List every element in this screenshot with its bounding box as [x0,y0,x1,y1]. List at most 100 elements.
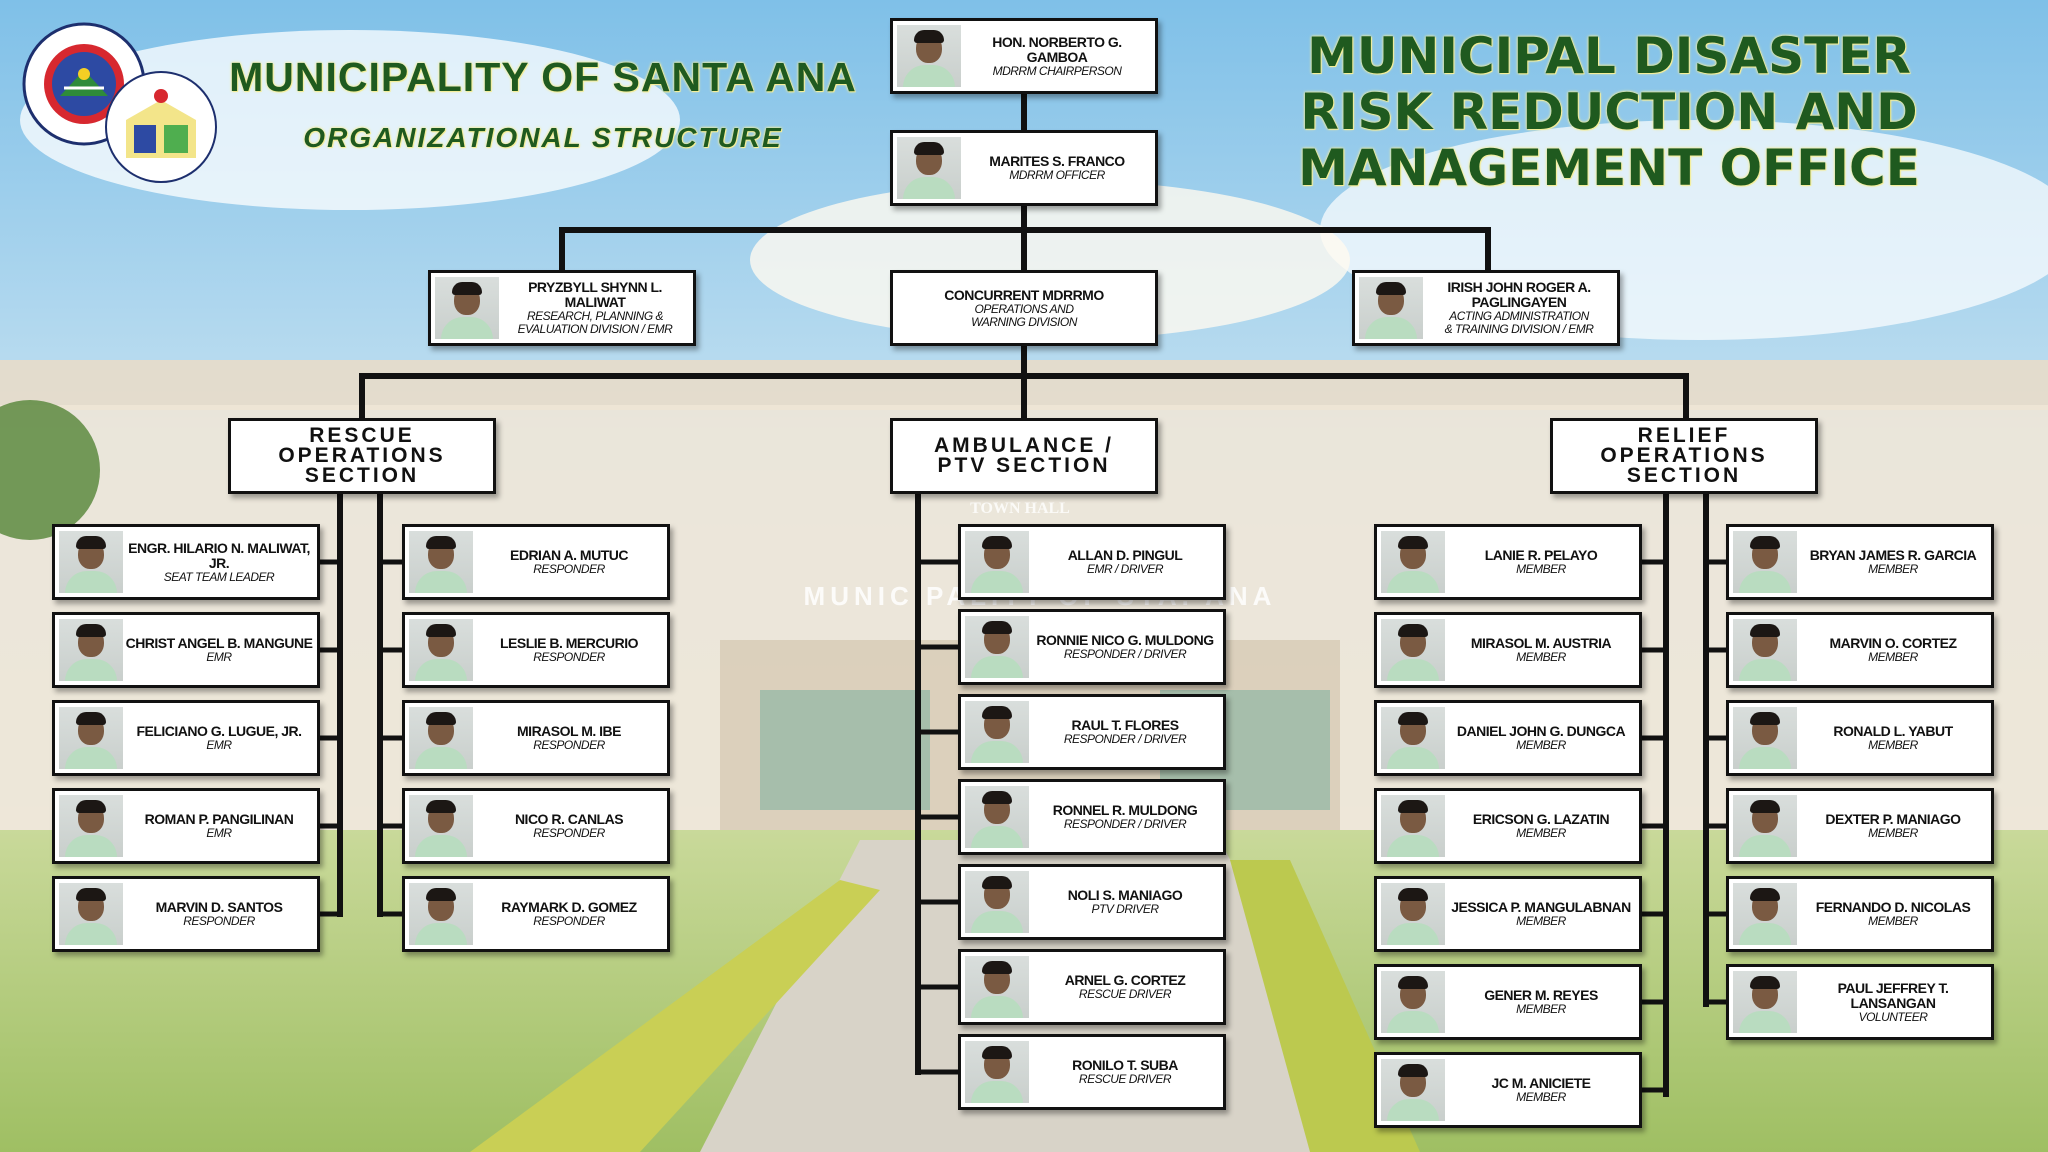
person-name: ARNEL G. CORTEZ [1064,972,1186,988]
person-photo [1381,795,1445,857]
person-role: RESPONDER [533,826,605,840]
person-name: IRISH JOHN ROGER A. [1447,279,1591,295]
person-role: MEMBER [1516,562,1566,576]
person-name: RAUL T. FLORES [1071,717,1179,733]
person-role: PTV DRIVER [1091,902,1159,916]
office-title: MUNICIPAL DISASTER RISK REDUCTION AND MA… [1204,28,2014,196]
person-photo [1733,883,1797,945]
person-role: MEMBER [1516,738,1566,752]
person-role: RESPONDER [533,650,605,664]
person-photo [1733,531,1797,593]
person-name: MARVIN O. CORTEZ [1829,635,1957,651]
person-name: ENGR. HILARIO N. MALIWAT, JR. [128,539,310,571]
person-role: SEAT TEAM LEADER [163,569,275,584]
person-role: RESPONDER [183,914,255,928]
person-role: EMR / DRIVER [1086,562,1164,576]
division-role: WARNING DIVISION [971,314,1077,329]
research-division-card: PRYZBYLL SHYNN L. MALIWAT RESEARCH, PLAN… [428,270,696,346]
person-photo [1381,1059,1445,1121]
person-role: RESCUE DRIVER [1078,987,1172,1001]
division-name: CONCURRENT MDRRMO [944,286,1104,303]
person-role: MEMBER [1868,914,1918,928]
person-photo [1733,619,1797,681]
person-role: MEMBER [1516,1090,1566,1104]
person-photo [965,786,1029,848]
person-photo [897,137,961,199]
person-role: RESCUE DRIVER [1078,1072,1172,1086]
person-photo [409,883,473,945]
person-name: NOLI S. MANIAGO [1067,887,1183,903]
glass-door [760,690,930,810]
operations-division-card: CONCURRENT MDRRMO OPERATIONS AND WARNING… [890,270,1158,346]
relief-section-header: RELIEF OPERATIONS SECTION [1550,418,1818,494]
member-card: ENGR. HILARIO N. MALIWAT, JR.SEAT TEAM L… [52,524,320,600]
person-role: VOLUNTEER [1858,1009,1928,1024]
person-photo [1733,971,1797,1033]
person-photo [1381,971,1445,1033]
person-photo [1381,531,1445,593]
person-role: EMR [206,650,232,664]
org-structure-subtitle: ORGANIZATIONAL STRUCTURE [303,122,783,153]
person-name: JESSICA P. MANGULABNAN [1451,899,1631,915]
person-name: CHRIST ANGEL B. MANGUNE [125,635,313,651]
person-photo [59,883,123,945]
person-role: EVALUATION DIVISION / EMR [517,322,673,336]
town-hall-sign: TOWN HALL [970,500,1070,517]
office-title-line: MUNICIPAL DISASTER [1307,27,1911,85]
person-role: RESPONDER / DRIVER [1063,732,1187,746]
person-name: PAUL JEFFREY T. LANSANGAN [1837,979,1949,1011]
person-role: EMR [206,826,232,840]
person-role: MDRRM OFFICER [1009,168,1105,182]
person-photo [1359,277,1423,339]
person-name: MARITES S. FRANCO [989,153,1125,169]
person-role: MEMBER [1868,738,1918,752]
person-role: MEMBER [1516,650,1566,664]
person-photo [409,531,473,593]
person-name: NICO R. CANLAS [514,811,624,827]
person-name: RONNEL R. MULDONG [1052,802,1198,818]
person-name: ERICSON G. LAZATIN [1472,811,1610,827]
person-name: EDRIAN A. MUTUC [510,547,628,563]
person-photo [59,795,123,857]
person-name: GENER M. REYES [1484,987,1598,1003]
person-photo [409,795,473,857]
person-role: RESPONDER / DRIVER [1063,817,1187,831]
person-photo [409,619,473,681]
person-name: ROMAN P. PANGILINAN [144,811,294,827]
hedge-left [470,880,880,1152]
person-role: MEMBER [1516,914,1566,928]
person-photo [965,871,1029,933]
person-photo [965,956,1029,1018]
person-photo [409,707,473,769]
person-photo [965,616,1029,678]
person-photo [1381,619,1445,681]
person-role: & TRAINING DIVISION / EMR [1444,322,1594,336]
person-photo [1381,883,1445,945]
ambulance-section-header: AMBULANCE / PTV SECTION [890,418,1158,494]
person-name: ALLAN D. PINGUL [1067,547,1183,563]
office-title-line: MANAGEMENT OFFICE [1298,139,1920,197]
person-name: MIRASOL M. AUSTRIA [1470,635,1612,651]
person-photo [1733,795,1797,857]
person-role: RESPONDER [533,738,605,752]
person-name: MARVIN D. SANTOS [155,899,283,915]
tree [0,400,100,540]
